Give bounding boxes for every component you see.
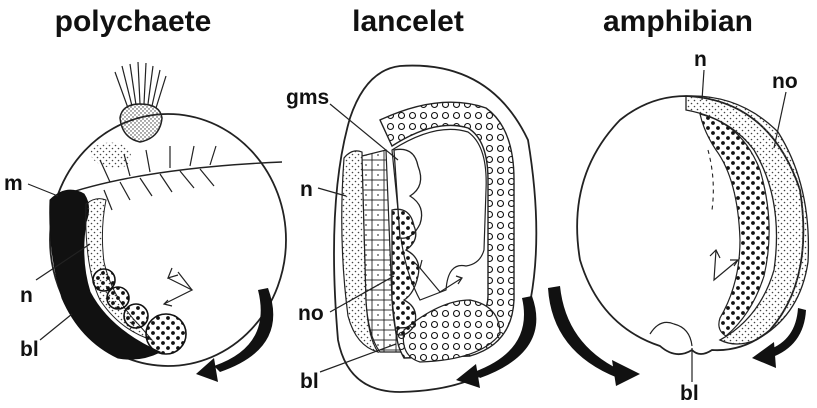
label-gms: gms xyxy=(286,86,329,109)
panel-title: polychaete xyxy=(55,5,212,38)
label-n: n xyxy=(20,284,33,307)
apical-tuft xyxy=(115,62,166,108)
label-m: m xyxy=(4,172,23,195)
label-bl: bl xyxy=(300,370,319,393)
panel-title: amphibian xyxy=(603,5,753,38)
label-n: n xyxy=(300,178,313,201)
label-no: no xyxy=(298,302,324,325)
panel-lancelet: lancelet gms n no bl xyxy=(286,5,536,393)
panel-amphibian: amphibian n no bl xyxy=(548,5,808,405)
label-no: no xyxy=(772,70,798,93)
notochord xyxy=(392,209,419,335)
label-bl: bl xyxy=(680,382,699,405)
label-bl: bl xyxy=(20,338,39,361)
label-n: n xyxy=(694,48,707,71)
panel-polychaete: polychaete xyxy=(4,5,286,382)
panel-title: lancelet xyxy=(352,5,464,38)
